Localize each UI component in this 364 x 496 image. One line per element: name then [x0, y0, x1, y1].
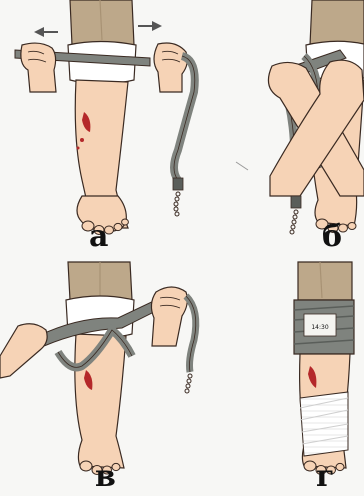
- panel-label-v: в: [95, 462, 116, 492]
- chain-icon: [185, 374, 192, 393]
- panel-a: [15, 0, 195, 235]
- trouser-cuff-b: [310, 0, 364, 45]
- panel-b: [268, 0, 364, 234]
- left-hand-v: [0, 324, 47, 378]
- arrow-right-icon: [138, 21, 162, 31]
- trouser-cuff-g: [298, 262, 352, 300]
- panel-label-g: г: [316, 462, 334, 492]
- panel-label-a: а: [89, 222, 108, 252]
- left-hand-a: [21, 43, 56, 92]
- panel-v: [0, 262, 196, 475]
- chain-icon: [290, 210, 298, 234]
- leg-bandage-g: [300, 392, 348, 456]
- chain-icon: [174, 192, 180, 216]
- faint-mark: [236, 162, 248, 170]
- panel-g: 14:30: [294, 262, 354, 475]
- right-hand-v: [151, 287, 187, 346]
- shin-v: [75, 334, 126, 468]
- panel-label-b: б: [322, 222, 342, 252]
- right-hand-a: [154, 43, 187, 92]
- time-tag-text: 14:30: [311, 324, 328, 331]
- arrow-left-icon: [34, 27, 58, 37]
